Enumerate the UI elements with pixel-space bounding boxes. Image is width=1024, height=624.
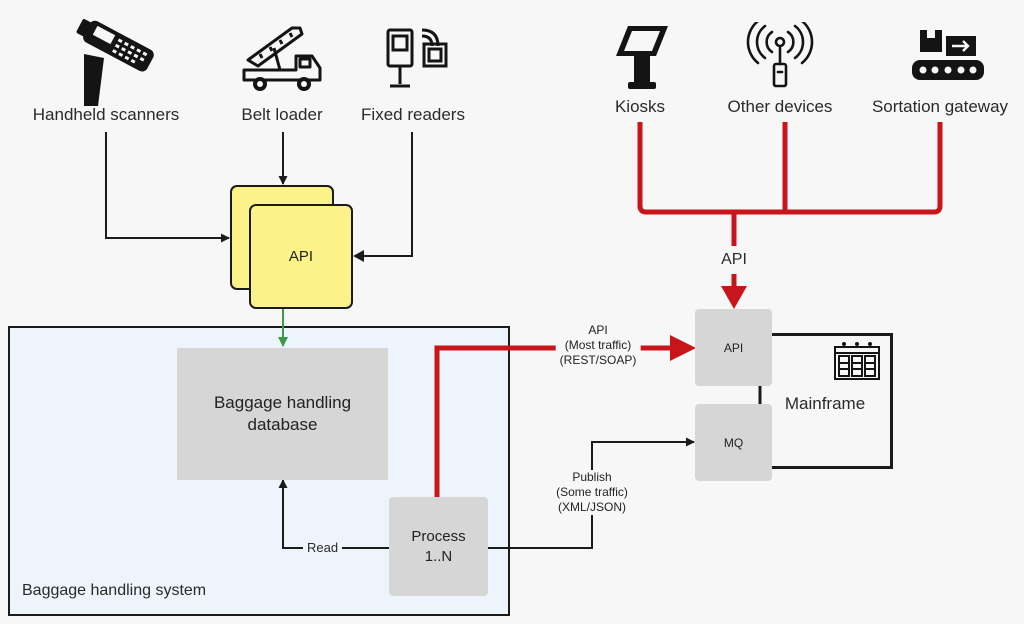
bhs-title: Baggage handling system: [22, 582, 207, 599]
kiosks-label: Kiosks: [614, 97, 666, 116]
read-label: Read: [303, 540, 343, 555]
api-edge-line3: (REST/SOAP): [559, 353, 637, 367]
api-gateway: API: [249, 204, 353, 309]
fixed-reader-icon: [386, 28, 448, 88]
edge-handheld-to-api: [105, 132, 230, 243]
server-rack-icon: [834, 342, 880, 380]
mainframe-mq-label: MQ: [723, 435, 744, 450]
publish-edge-line2: (Some traffic): [556, 485, 628, 499]
publish-edge-label: Publish (Some traffic) (XML/JSON): [552, 470, 632, 515]
edge-sortation: [734, 122, 943, 215]
edge-red-arrowhead-api: [670, 335, 696, 361]
mainframe-frame: [736, 333, 893, 469]
sortation-gateway-label: Sortation gateway: [871, 97, 1009, 116]
handheld-scanners-label: Handheld scanners: [32, 105, 180, 124]
mainframe-api-label: API: [723, 340, 744, 355]
process-label-line2: 1..N: [424, 547, 453, 565]
process-node: Process 1..N: [389, 497, 488, 596]
publish-edge-line1: Publish: [572, 470, 612, 484]
kiosk-icon: [616, 26, 668, 89]
other-devices-label: Other devices: [727, 97, 833, 116]
api-edge-label: API (Most traffic) (REST/SOAP): [555, 323, 641, 368]
publish-edge-line3: (XML/JSON): [557, 500, 627, 514]
edge-red-arrowhead-bus: [721, 286, 747, 309]
baggage-handling-database: Baggage handling database: [177, 348, 388, 480]
api-edge-line1: API: [588, 323, 608, 337]
mainframe-mq-box: MQ: [695, 404, 772, 481]
belt-loader-icon: [242, 26, 322, 91]
antenna-device-icon: [746, 22, 814, 88]
fixed-readers-label: Fixed readers: [361, 105, 465, 124]
conveyor-box-icon: [912, 30, 984, 80]
mainframe-api-box: API: [695, 309, 772, 386]
mainframe-title: Mainframe: [784, 394, 866, 413]
process-label-line1: Process: [411, 527, 466, 545]
handheld-scanner-icon: [76, 19, 154, 106]
edge-fixedreaders-to-api: [364, 132, 413, 257]
api-edge-line2: (Most traffic): [564, 338, 632, 352]
api-gateway-label: API: [288, 248, 314, 265]
api-bus-label: API: [721, 251, 747, 268]
edge-read: [278, 479, 389, 549]
edge-kiosks: [637, 122, 734, 215]
belt-loader-label: Belt loader: [241, 105, 323, 124]
database-label: Baggage handling database: [213, 393, 352, 434]
edge-fixedreaders-arrowhead: [353, 250, 364, 262]
